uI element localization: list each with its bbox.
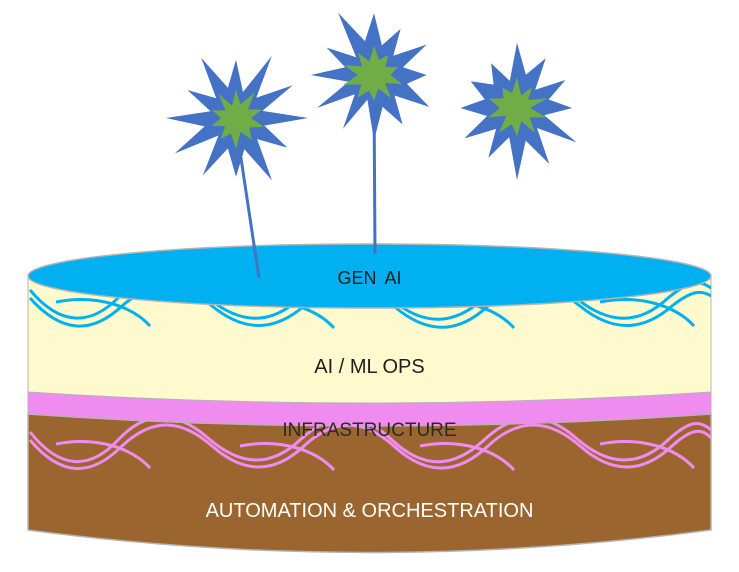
gen-ai-label: GEN AI — [337, 268, 402, 288]
star-burst-icon — [310, 12, 430, 141]
stem-left — [237, 144, 261, 279]
ai-ml-ops-layer — [27, 275, 712, 404]
gen-ai-layer — [27, 243, 712, 309]
automation-orchestration-label: AUTOMATION & ORCHESTRATION — [205, 500, 534, 522]
star-burst-icon — [460, 42, 577, 181]
star-burst-icon — [165, 55, 309, 181]
infrastructure-label: INFRASTRUCTURE — [282, 420, 457, 441]
ai-ml-ops-label: AI / ML OPS — [314, 356, 425, 378]
pink-swirl-decoration — [28, 415, 711, 472]
